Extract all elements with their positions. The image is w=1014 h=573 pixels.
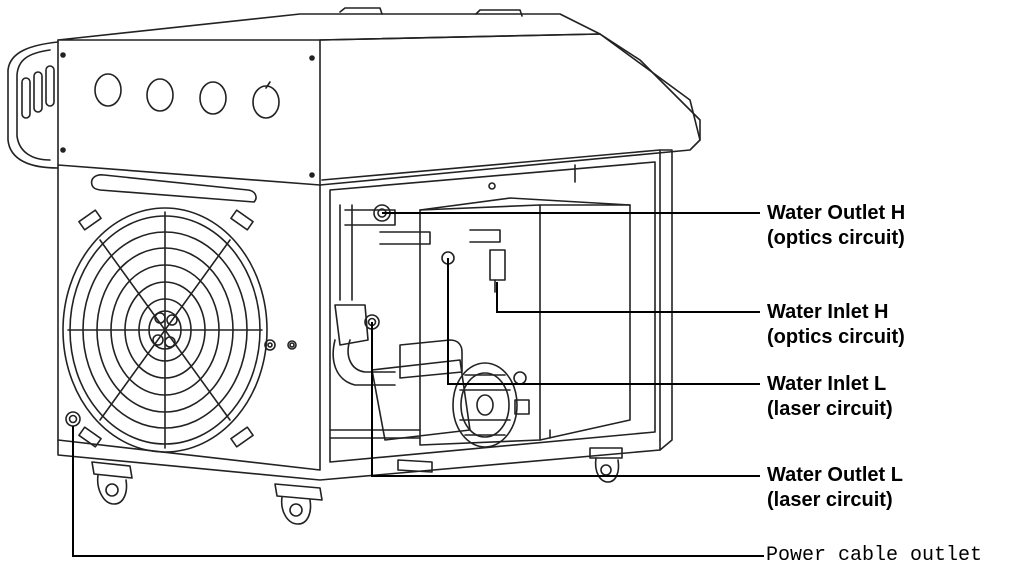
leader-lines	[72, 212, 764, 557]
leader-water-inlet-l	[447, 258, 760, 385]
label-water-outlet-h: Water Outlet H (optics circuit)	[767, 201, 905, 251]
leader-water-outlet-l	[371, 322, 760, 477]
leader-water-inlet-h	[496, 282, 760, 313]
indicator-holes	[94, 73, 280, 119]
base-and-casters	[57, 439, 661, 525]
cooling-fan	[62, 207, 276, 453]
leader-power-cable-outlet	[72, 426, 764, 557]
label-water-inlet-h-line1: Water Inlet H	[767, 301, 889, 323]
label-water-outlet-h-line2: (optics circuit)	[767, 227, 905, 249]
label-water-inlet-l: Water Inlet L (laser circuit)	[767, 372, 893, 422]
label-water-inlet-h-line2: (optics circuit)	[767, 326, 905, 348]
label-water-inlet-l-line2: (laser circuit)	[767, 398, 893, 420]
label-water-outlet-l-line2: (laser circuit)	[767, 489, 893, 511]
interior-frame	[321, 149, 673, 463]
piping	[329, 204, 506, 439]
label-water-outlet-l-line1: Water Outlet L	[767, 464, 903, 486]
label-water-inlet-l-line1: Water Inlet L	[767, 373, 887, 395]
front-panel	[57, 164, 321, 471]
power-cable-grommet	[65, 411, 81, 427]
top-lid	[57, 7, 701, 186]
label-water-outlet-l: Water Outlet L (laser circuit)	[767, 463, 903, 513]
label-power-cable-outlet: Power cable outlet	[766, 544, 983, 567]
side-handle-bracket	[7, 41, 59, 169]
label-water-inlet-h: Water Inlet H (optics circuit)	[767, 300, 905, 350]
water-tank	[419, 197, 631, 446]
label-water-outlet-h-line1: Water Outlet H	[767, 202, 906, 224]
pump-motor	[371, 339, 530, 448]
